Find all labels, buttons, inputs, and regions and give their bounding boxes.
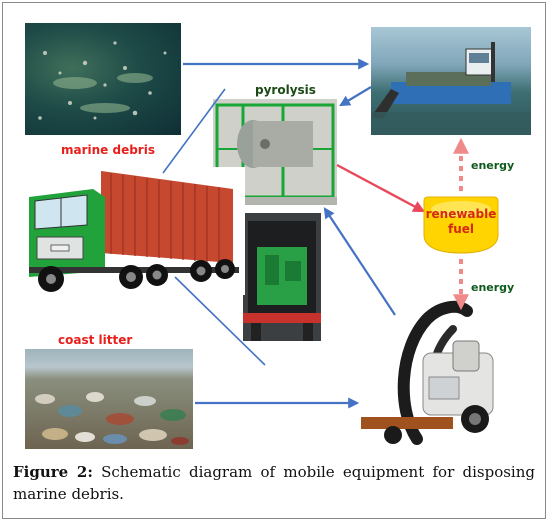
renewable-fuel-node: renewable fuel bbox=[422, 191, 500, 257]
figure-caption: Figure 2: Schematic diagram of mobile eq… bbox=[13, 461, 535, 505]
coast-litter-photo bbox=[25, 349, 193, 449]
arrow-boat-to-pyrolysis bbox=[339, 86, 372, 107]
coast-litter-label: coast litter bbox=[58, 333, 133, 347]
container-truck-photo bbox=[23, 167, 245, 295]
fuel-label-line2: fuel bbox=[447, 222, 474, 236]
pyrolysis-label: pyrolysis bbox=[255, 83, 316, 97]
fuel-label-line1: renewable bbox=[425, 207, 497, 221]
debris-collection-boat-photo bbox=[371, 27, 531, 135]
figure-number: Figure 2: bbox=[13, 463, 93, 481]
containerized-equipment-photo bbox=[243, 213, 321, 341]
energy-label-bottom: energy bbox=[471, 281, 515, 294]
energy-label-top: energy bbox=[471, 159, 515, 172]
arrow-pyrolysis-to-fuel bbox=[336, 163, 426, 213]
beach-cleaner-vehicle-photo bbox=[357, 289, 509, 451]
caption-text: Schematic diagram of mobile equipment fo… bbox=[13, 463, 535, 503]
fuel-label: renewable fuel bbox=[422, 207, 500, 237]
marine-debris-photo bbox=[25, 23, 181, 135]
marine-debris-label: marine debris bbox=[61, 143, 155, 157]
fuel-shape-icon bbox=[423, 196, 499, 254]
